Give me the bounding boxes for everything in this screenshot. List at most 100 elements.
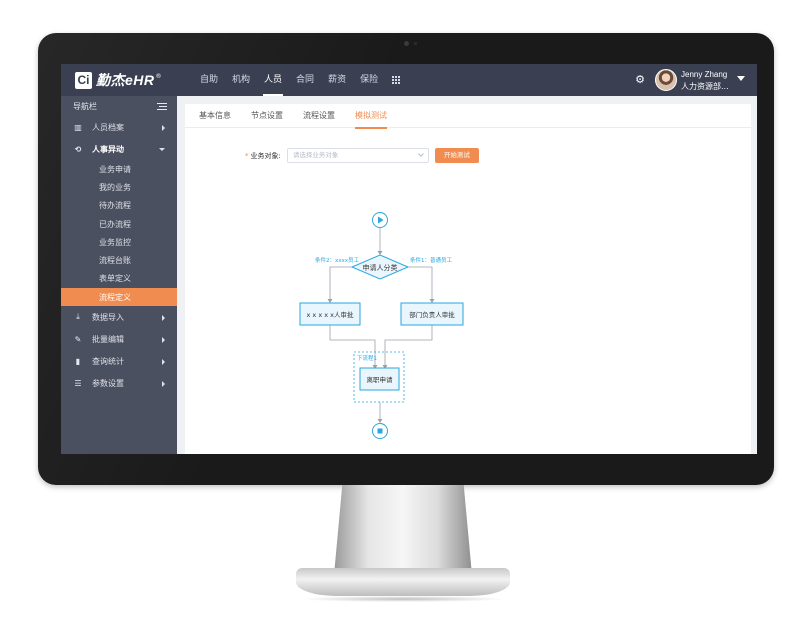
business-object-select[interactable]: 请选择业务对象 (286, 148, 429, 163)
arrow-head (382, 365, 388, 369)
approval-node-right[interactable]: 部门负责人审批 (400, 302, 464, 326)
sidebar-item-label: 数据导入 (92, 312, 124, 322)
chevron-down-icon[interactable] (737, 76, 745, 81)
screen: Ci 勤杰eHR ® 自助 机构 人员 合同 薪资 保险 ⚙ Jenny Zha… (61, 64, 757, 454)
sidebar-item-transfer[interactable]: ⟲ 人事异动 (61, 138, 177, 160)
play-icon (378, 216, 384, 224)
edit-icon: ✎ (74, 334, 82, 344)
arrow-head (377, 419, 383, 423)
app-logo[interactable]: Ci 勤杰eHR ® (75, 71, 162, 89)
flow-edge (408, 266, 433, 302)
logo-mark: Ci (75, 71, 92, 89)
chevron-right-icon (162, 315, 165, 322)
sidebar-item-stats[interactable]: ▮ 查询统计 (61, 350, 177, 372)
sidebar-item-label: 批量编辑 (92, 334, 124, 344)
sidebar-title: 导航栏 (73, 101, 97, 111)
tab-bar: 基本信息 节点设置 流程设置 模拟测试 (185, 104, 751, 129)
business-object-label-text: 业务对象: (250, 151, 281, 160)
transfer-icon: ⟲ (74, 144, 82, 154)
webcam-sensor (414, 42, 417, 45)
start-test-button[interactable]: 开始测试 (434, 148, 479, 163)
flow-edge (384, 325, 433, 368)
monitor-frame: Ci 勤杰eHR ® 自助 机构 人员 合同 薪资 保险 ⚙ Jenny Zha… (38, 33, 774, 485)
sidebar-item-batch-edit[interactable]: ✎ 批量编辑 (61, 328, 177, 350)
chevron-right-icon (162, 125, 165, 131)
sidebar-item-staff-files[interactable]: ▥ 人员档案 (61, 116, 177, 138)
tab-flow-settings[interactable]: 流程设置 (303, 111, 335, 120)
sidebar-item-label: 查询统计 (92, 356, 124, 366)
sidebar-subitem-form-def[interactable]: 表单定义 (99, 274, 131, 284)
approval-node-left[interactable]: x x x x x人审批 (299, 302, 361, 326)
group-label: 下流程1 (357, 354, 377, 362)
resign-request-node[interactable]: 离职申请 (359, 367, 400, 391)
gear-icon[interactable]: ⚙ (635, 73, 645, 86)
node-left-label: x x x x x人审批 (307, 310, 354, 319)
sidebar-subitem-todo-flow[interactable]: 待办流程 (99, 201, 131, 211)
flow-edge (329, 266, 352, 302)
arrow-head (377, 251, 383, 255)
tab-simulation-test[interactable]: 模拟测试 (355, 104, 387, 129)
topnav-more[interactable] (385, 64, 407, 96)
import-icon: ⤓ (76, 312, 80, 322)
sidebar-subitem-flow-def[interactable]: 流程定义 (61, 288, 177, 307)
top-bar: Ci 勤杰eHR ® 自助 机构 人员 合同 薪资 保险 ⚙ Jenny Zha… (61, 64, 757, 96)
sidebar-item-label: 人员档案 (92, 122, 124, 132)
stats-icon: ▮ (75, 356, 81, 366)
tab-node-settings[interactable]: 节点设置 (251, 111, 283, 120)
chevron-right-icon (162, 337, 165, 344)
start-node[interactable] (372, 212, 388, 228)
settings-sliders-icon: ☰ (74, 378, 82, 388)
sidebar-subitem-ledger[interactable]: 流程台账 (99, 256, 131, 266)
arrow-head (327, 299, 333, 303)
topnav-item-org[interactable]: 机构 (232, 75, 251, 85)
top-nav: 自助 机构 人员 合同 薪资 保险 (193, 64, 407, 96)
decision-node[interactable]: 申请人分类 (350, 254, 410, 280)
avatar[interactable] (655, 69, 677, 91)
sidebar-item-label: 人事异动 (92, 144, 124, 154)
sidebar-subitem-my-business[interactable]: 我的业务 (99, 182, 131, 192)
branch-left-label: 条件2：xxxx员工 (315, 256, 360, 264)
required-mark: * (245, 151, 249, 160)
business-object-label: *业务对象: (245, 151, 281, 161)
user-name[interactable]: Jenny Zhang (681, 70, 728, 79)
grid-icon (392, 75, 401, 84)
webcam (404, 41, 409, 46)
staff-files-icon: ▥ (74, 122, 82, 132)
business-object-row: *业务对象: 请选择业务对象 开始测试 (245, 148, 479, 163)
flow-edge (329, 325, 376, 368)
topnav-item-insurance[interactable]: 保险 (360, 75, 379, 85)
branch-right-label: 条件1：普通员工 (410, 256, 452, 264)
chevron-right-icon (162, 381, 165, 388)
monitor-stand-base (296, 568, 510, 596)
arrow-head (372, 365, 378, 369)
sidebar-item-import[interactable]: ⤓ 数据导入 (61, 306, 177, 328)
decision-label: 申请人分类 (363, 263, 398, 272)
arrow-head (429, 299, 435, 303)
topnav-item-salary[interactable]: 薪资 (328, 75, 347, 85)
sidebar-subitem-monitor[interactable]: 业务监控 (99, 237, 131, 247)
sidebar: 导航栏 ▥ 人员档案 ⟲ 人事异动 业务申请 我的业务 待办流程 已办流程 业务… (61, 96, 177, 454)
monitor-stand-neck (334, 485, 472, 575)
sidebar-subitem-business-apply[interactable]: 业务申请 (99, 164, 131, 174)
subflow-group[interactable]: 下流程1 (353, 351, 405, 403)
stand-shadow (300, 596, 506, 602)
chevron-down-icon (159, 148, 165, 151)
node-final-label: 离职申请 (367, 375, 394, 384)
sidebar-subitem-done-flow[interactable]: 已办流程 (99, 219, 131, 229)
tab-basic-info[interactable]: 基本信息 (199, 111, 231, 120)
sidebar-item-params[interactable]: ☰ 参数设置 (61, 372, 177, 394)
end-node[interactable] (372, 423, 388, 439)
user-dept[interactable]: 人力资源部... (681, 82, 729, 91)
topnav-item-contract[interactable]: 合同 (296, 75, 315, 85)
chevron-right-icon (162, 359, 165, 366)
logo-text: 勤杰eHR (96, 72, 155, 88)
sidebar-item-label: 参数设置 (92, 378, 124, 388)
topnav-item-self-service[interactable]: 自助 (200, 75, 219, 85)
collapse-menu-icon[interactable] (157, 102, 167, 110)
node-right-label: 部门负责人审批 (409, 310, 455, 319)
topnav-item-personnel[interactable]: 人员 (257, 64, 289, 96)
sidebar-header: 导航栏 (61, 96, 177, 116)
stop-icon (377, 428, 383, 434)
main-content: 基本信息 节点设置 流程设置 模拟测试 *业务对象: 请选择业务对象 开始测试 (185, 104, 751, 454)
select-placeholder: 请选择业务对象 (292, 151, 339, 159)
